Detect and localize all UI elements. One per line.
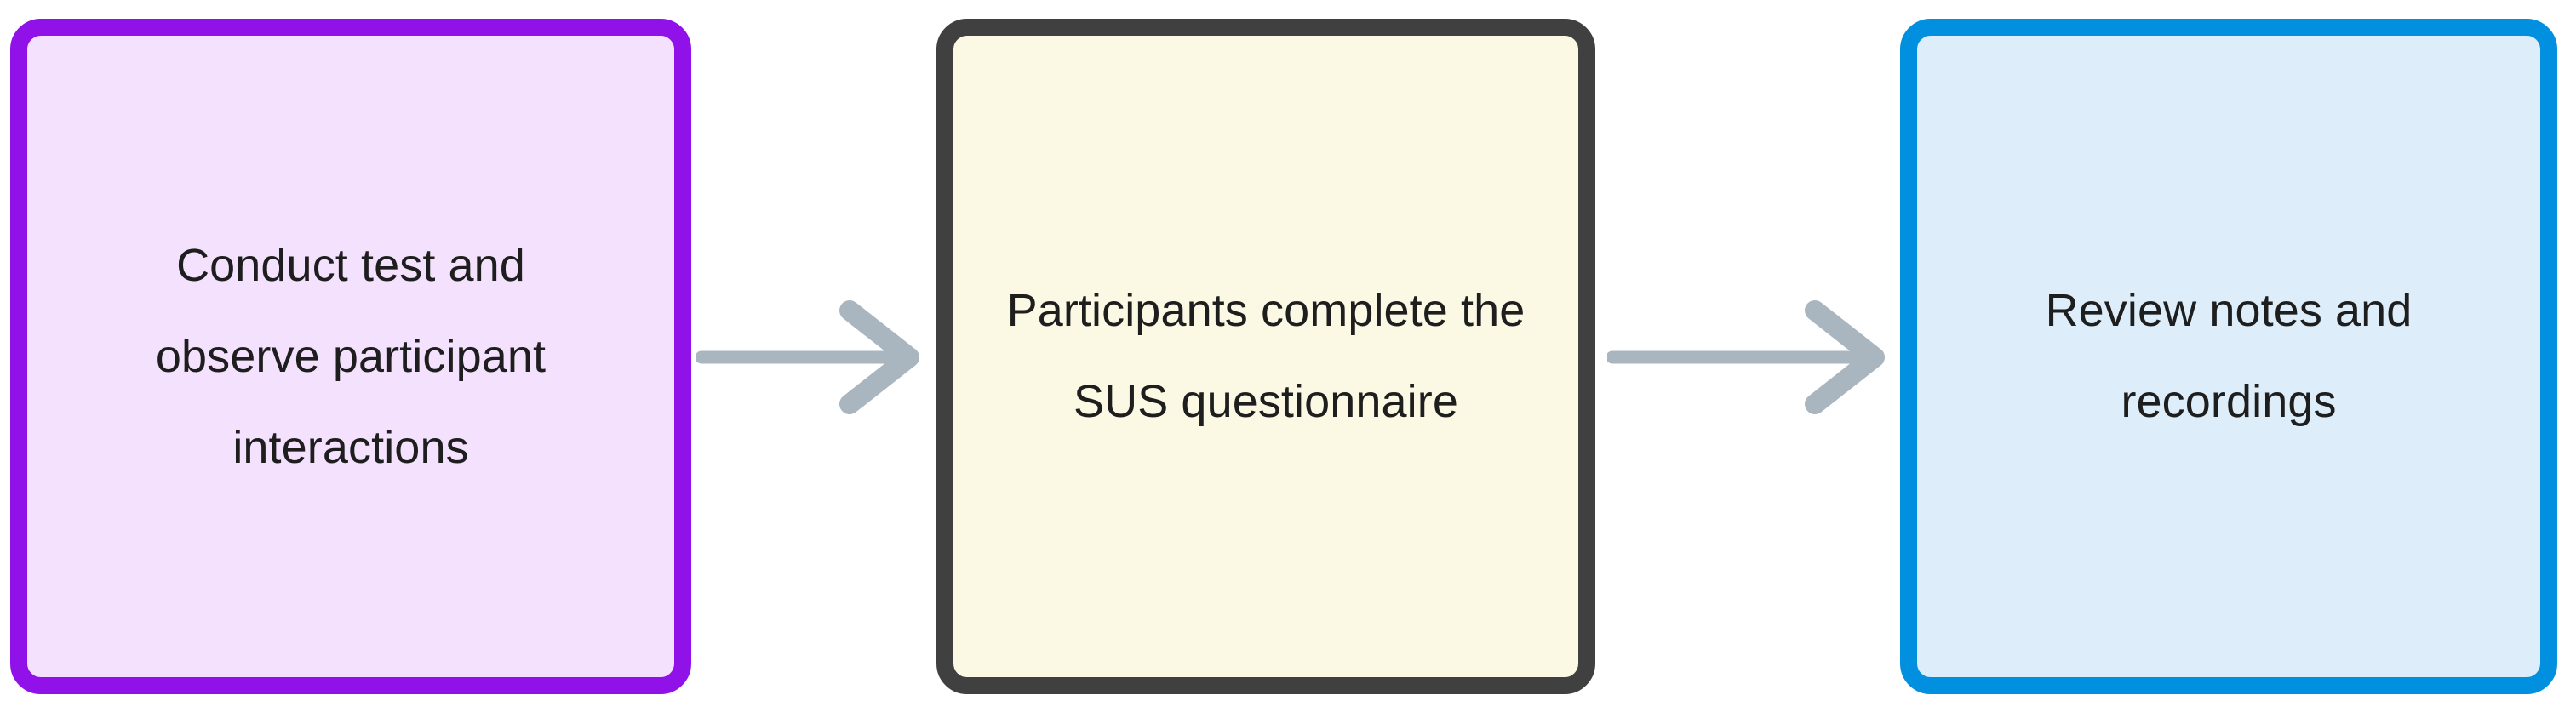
flow-node-label: Participants complete the SUS questionna…: [1006, 285, 1526, 427]
arrow-right-icon: [696, 300, 919, 414]
flow-node-label: Review notes and recordings: [2045, 285, 2413, 427]
arrow-right-icon: [1607, 300, 1885, 414]
flow-node-review-notes[interactable]: Review notes and recordings: [1900, 19, 2557, 694]
flow-edge-conduct-test-to-sus-questionnaire: [696, 293, 924, 421]
flow-edge-sus-questionnaire-to-review-notes: [1607, 293, 1890, 421]
flow-node-label: Conduct test and observe participant int…: [155, 239, 547, 473]
flow-node-sus-questionnaire[interactable]: Participants complete the SUS questionna…: [936, 19, 1595, 694]
flow-node-conduct-test[interactable]: Conduct test and observe participant int…: [10, 19, 691, 694]
